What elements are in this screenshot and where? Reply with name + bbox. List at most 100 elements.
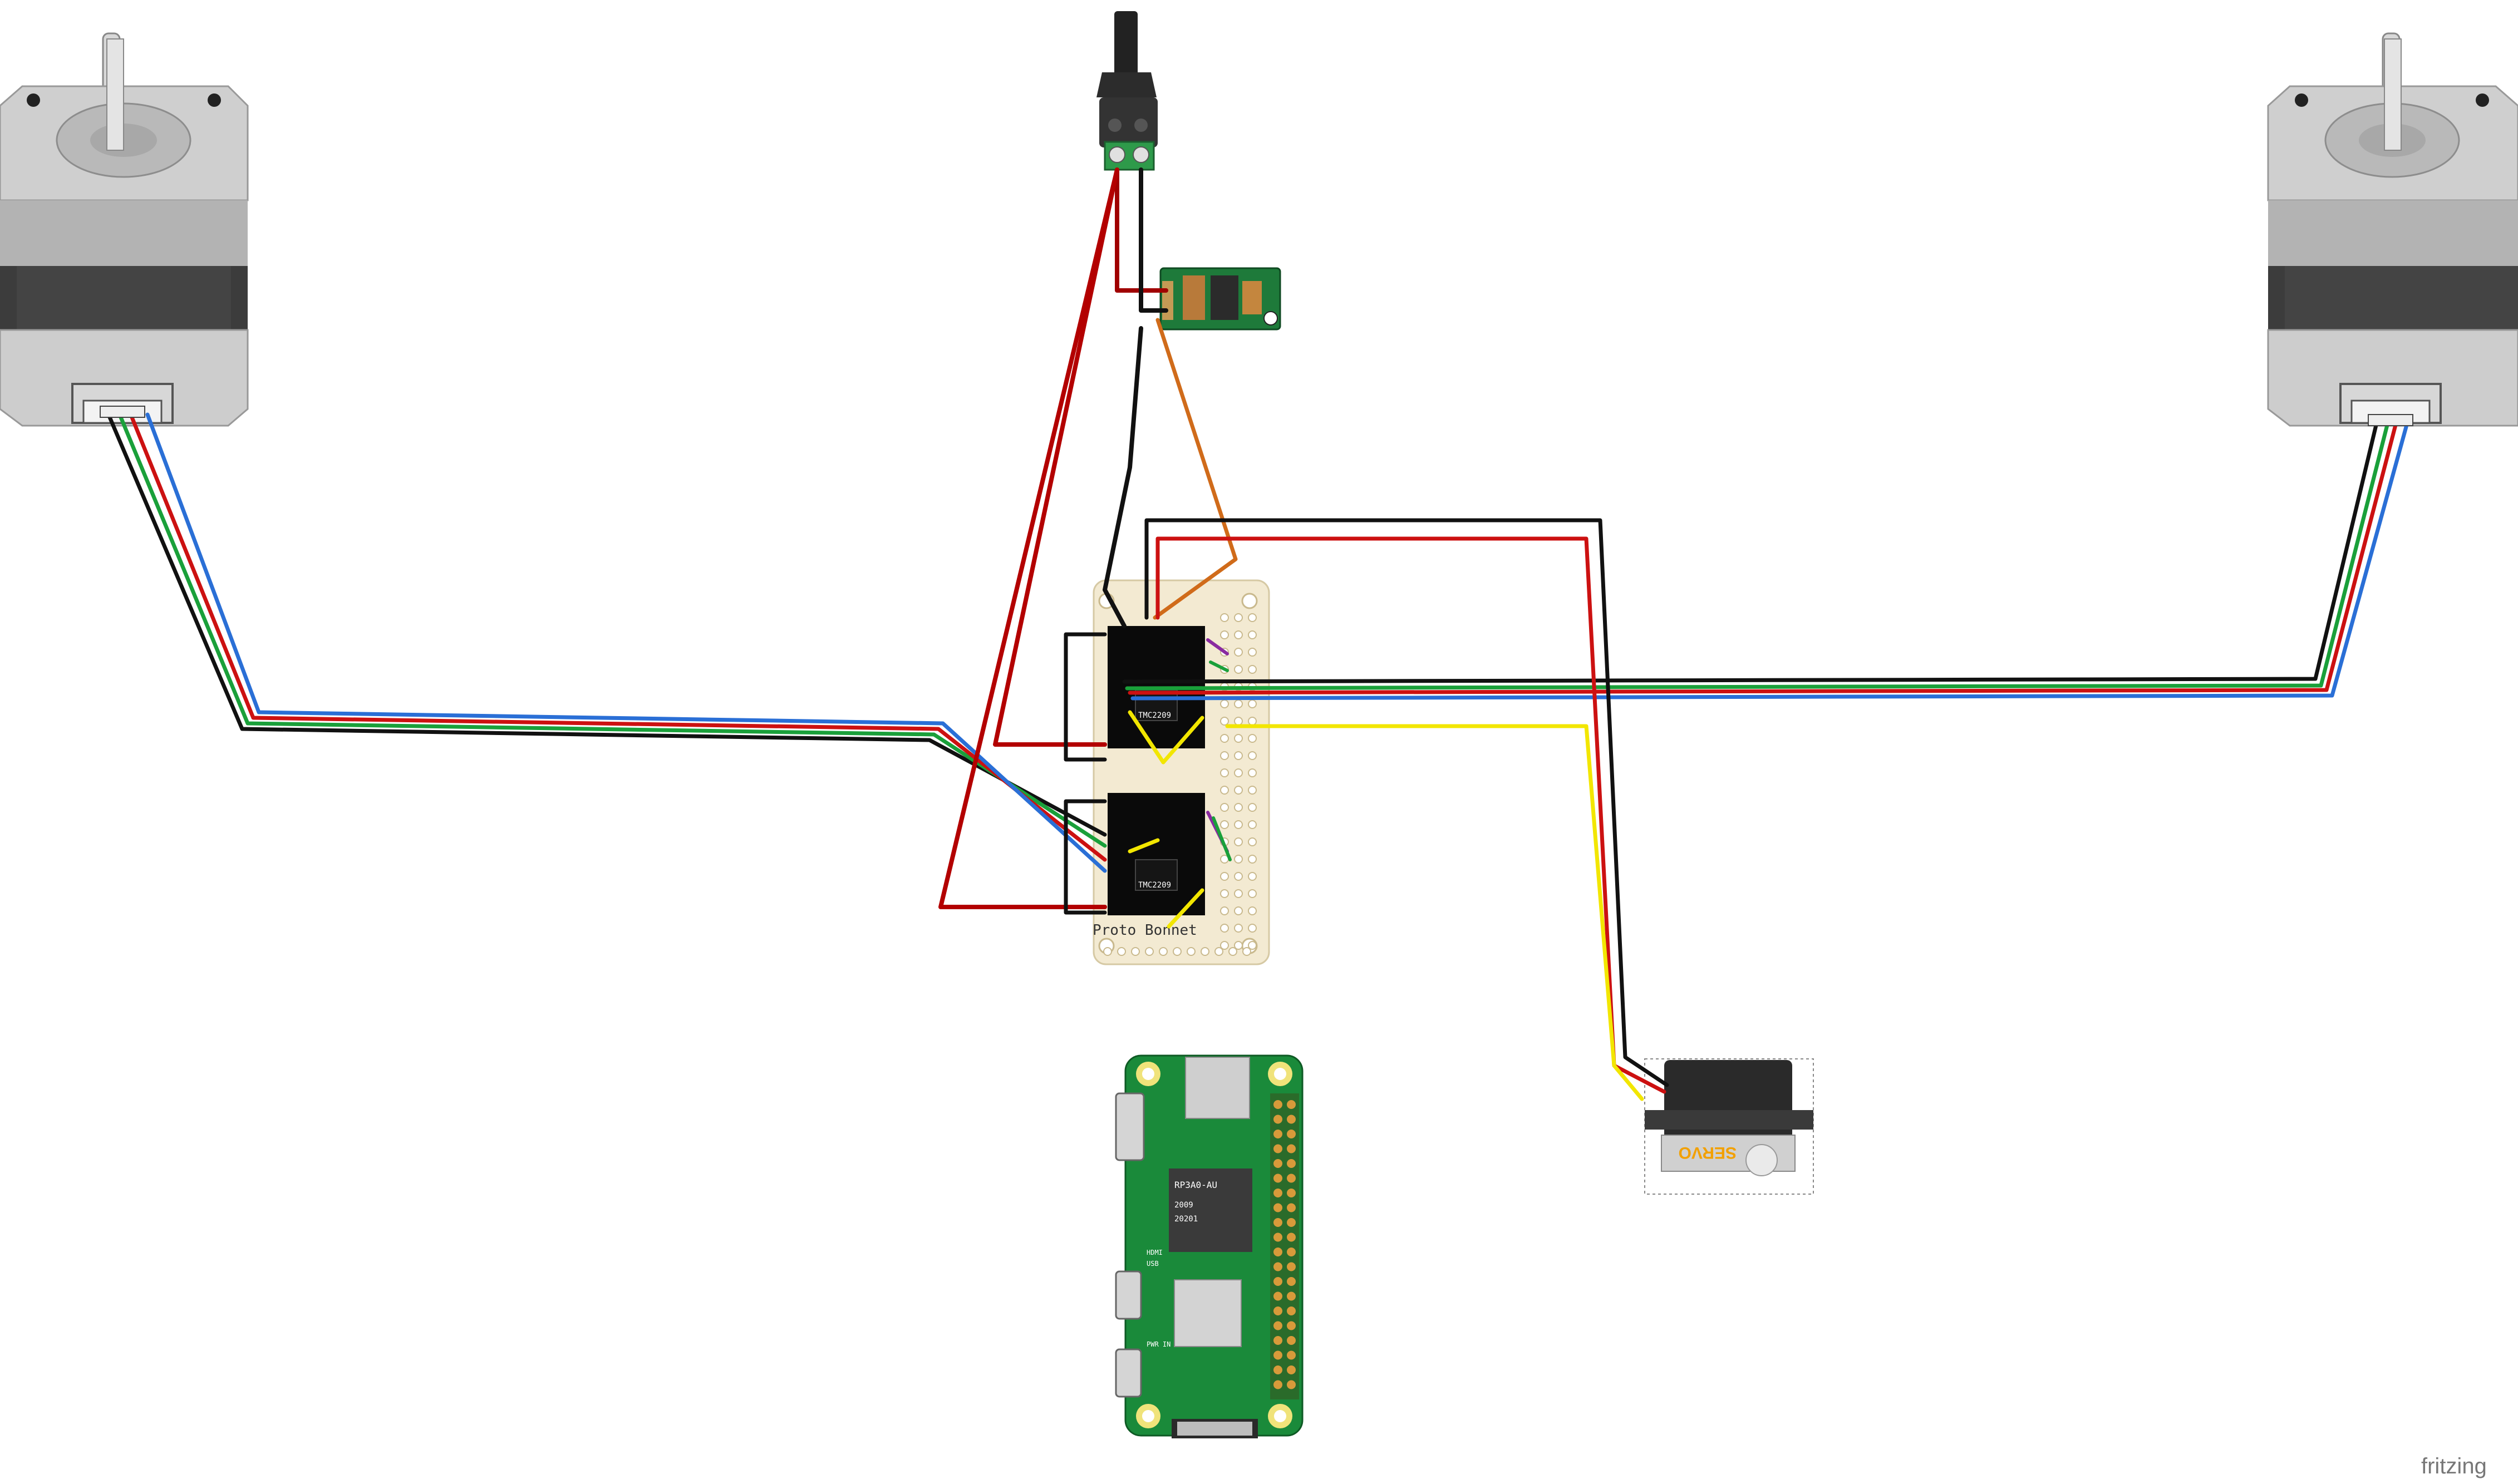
wire-right-motor-blue [1130,421,2409,701]
proto-hole [1248,768,1257,777]
svg-text:USB: USB [1147,1260,1159,1268]
wire-power-red-1 [1115,167,1168,293]
proto-hole [1248,872,1257,881]
gpio-pin [1273,1144,1282,1153]
proto-hole [1220,768,1229,777]
proto-hole [1220,941,1229,950]
proto-hole [1234,734,1243,743]
proto-hole [1234,837,1243,846]
proto-hole [1248,630,1257,639]
proto-hole [1248,613,1257,622]
proto-hole [1234,889,1243,898]
dc-barrel-jack [1096,11,1158,171]
proto-hole [1220,924,1229,933]
proto-hole [1248,803,1257,812]
proto-hole [1220,717,1229,726]
raspberry-pi-zero: RP3A0-AU 2009 20201 HDMI USB PWR IN [1115,1054,1304,1438]
proto-hole [1248,665,1257,674]
proto-hole [1220,803,1229,812]
proto-hole [1248,786,1257,795]
proto-hole [1248,717,1257,726]
gpio-pin [1273,1203,1282,1212]
proto-hole [1248,855,1257,864]
gpio-pin [1287,1350,1296,1360]
proto-hole [1201,947,1209,956]
proto-hole [1117,947,1126,956]
gpio-pin [1287,1100,1296,1109]
proto-hole [1234,665,1243,674]
proto-hole [1220,906,1229,915]
gpio-pin [1273,1321,1282,1330]
proto-hole [1220,613,1229,622]
gpio-pin [1273,1380,1282,1389]
fritzing-watermark: fritzing [2421,1454,2487,1478]
gpio-pin [1273,1130,1282,1138]
wire-right-motor-red [1128,421,2398,695]
proto-hole [1103,947,1112,956]
proto-hole [1173,947,1182,956]
proto-hole [1234,630,1243,639]
proto-hole [1248,648,1257,657]
wire-left-motor-black [106,412,1107,837]
proto-hole [1234,941,1243,950]
proto-hole [1234,855,1243,864]
gpio-pin [1273,1115,1282,1124]
wire-jumper-purple-1 [1206,638,1229,655]
wire-jumper-yellow-2 [1128,838,1160,854]
proto-hole [1220,820,1229,829]
proto-hole [1234,820,1243,829]
proto-hole [1234,613,1243,622]
gpio-pin [1287,1291,1296,1301]
gpio-pin [1273,1100,1282,1109]
gpio-pin [1273,1291,1282,1301]
proto-hole [1145,947,1154,956]
gpio-pin [1287,1232,1296,1242]
wires [106,167,2409,1101]
gpio-pin [1273,1306,1282,1315]
wire-left-motor-green [117,412,1107,848]
gpio-pin [1287,1262,1296,1271]
proto-hole [1234,906,1243,915]
gpio-pin [1273,1248,1282,1256]
proto-hole [1248,734,1257,743]
proto-hole [1131,947,1140,956]
proto-hole [1220,630,1229,639]
gpio-pin [1287,1203,1296,1212]
svg-text:TMC2209: TMC2209 [1138,711,1171,720]
gpio-pin [1287,1306,1296,1315]
servo-label: SERVO [1679,1143,1737,1162]
wire-jumper-black-1 [1064,632,1107,762]
wire-jumper-yellow-1 [1128,710,1204,765]
wire-jumper-green-1 [1209,660,1229,672]
proto-hole [1228,947,1237,956]
proto-hole [1220,889,1229,898]
svg-text:TMC2209: TMC2209 [1138,881,1171,890]
svg-text:PWR IN: PWR IN [1147,1340,1171,1348]
proto-hole [1248,924,1257,933]
wire-left-motor-blue [145,412,1107,873]
gpio-pin [1273,1336,1282,1345]
proto-hole [1220,872,1229,881]
wire-left-motor-red [129,412,1107,862]
proto-hole [1234,924,1243,933]
gpio-pin [1273,1159,1282,1168]
wire-right-motor-black [1122,421,2379,684]
wire-right-motor-green [1125,421,2390,691]
gpio-pin [1273,1189,1282,1197]
gpio-pin [1287,1130,1296,1138]
gpio-pin [1287,1159,1296,1168]
wire-jumper-green-2 [1212,816,1232,861]
proto-hole [1248,820,1257,829]
wire-servo-yellow [1225,724,1644,1101]
wire-servo-black [1144,518,1669,1087]
proto-hole [1220,751,1229,760]
proto-hole [1248,941,1257,950]
svg-text:RP3A0-AU: RP3A0-AU [1174,1180,1217,1190]
proto-hole [1187,947,1196,956]
gpio-pin [1273,1277,1282,1286]
gpio-pin [1273,1232,1282,1242]
proto-hole [1248,751,1257,760]
svg-text:2009: 2009 [1174,1201,1193,1210]
svg-text:HDMI: HDMI [1147,1249,1163,1256]
buck-converter [1159,267,1281,331]
